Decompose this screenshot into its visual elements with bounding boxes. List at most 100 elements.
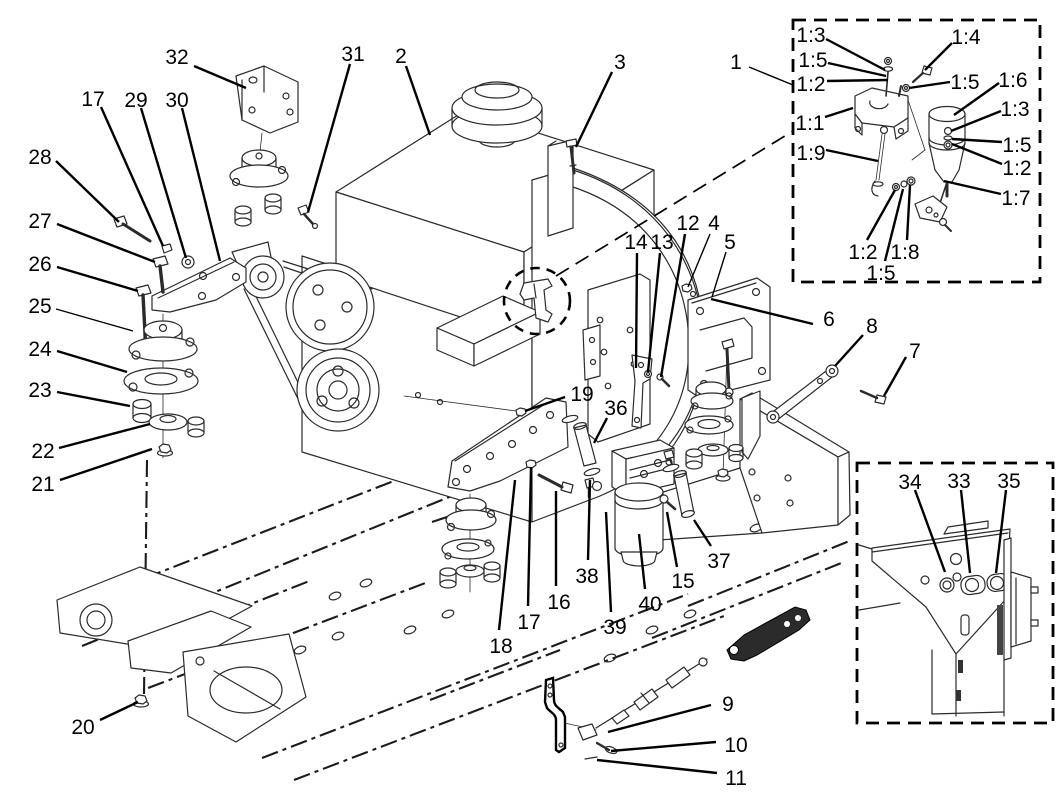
leader-line-24 [56, 349, 128, 374]
callout-label-1:2: 1:2 [848, 241, 877, 264]
leader-line-1:5 [951, 137, 1003, 144]
nut-17 [525, 459, 537, 469]
washer-29 [181, 255, 195, 269]
callout-label-11: 11 [725, 767, 747, 790]
throttle-cable-group [543, 606, 811, 760]
callout-label-1:5: 1:5 [798, 49, 827, 72]
leader-line-20 [99, 700, 139, 722]
callout-label-8: 8 [866, 315, 878, 338]
filter-canister-40 [614, 491, 664, 558]
pump-lever [914, 195, 948, 223]
callout-label-35: 35 [997, 470, 1020, 493]
throttle-lever [726, 606, 811, 662]
spacer-23 [132, 398, 152, 424]
leader-line-26 [56, 265, 139, 293]
mid-pulley [285, 262, 375, 352]
leader-line-1:7 [943, 179, 1002, 196]
leader-line-15 [665, 511, 679, 568]
callout-label-3: 3 [614, 51, 626, 74]
leader-line-33 [959, 489, 972, 574]
callout-label-39: 39 [603, 616, 626, 639]
leader-line-19 [524, 395, 566, 413]
hex-fitting-15 [659, 494, 677, 511]
leader-line-1:4 [924, 42, 953, 71]
leader-line-1:2 [951, 142, 1003, 166]
leader-line-32 [193, 64, 247, 90]
fuel-filter-group [561, 414, 695, 567]
leader-line-1:8 [905, 184, 912, 241]
cable-adjuster [665, 666, 691, 689]
callout-label-23: 23 [28, 379, 51, 402]
leader-line-1 [748, 66, 794, 86]
leader-line-36 [592, 417, 609, 444]
leader-line-25 [55, 308, 134, 332]
leader-line-1:5 [827, 61, 887, 78]
leader-line-30 [180, 107, 222, 262]
callout-label-1:7: 1:7 [1001, 187, 1030, 210]
leader-line-17 [526, 466, 533, 607]
leader-line-37 [692, 519, 713, 547]
detail-inset-box-2 [855, 461, 1055, 725]
cable-swivel-9 [577, 723, 598, 741]
callout-label-1:8: 1:8 [890, 241, 919, 264]
detail-highlight-circle [502, 266, 572, 336]
nut-19 [515, 407, 527, 417]
callout-label-24: 24 [28, 338, 52, 361]
callout-label-1:4: 1:4 [951, 26, 981, 49]
leader-line-17 [99, 106, 165, 247]
bolt-28 [113, 215, 195, 269]
callout-label-19: 19 [570, 383, 593, 406]
bolt-7 [859, 389, 887, 405]
leader-line-9 [607, 703, 712, 734]
leader-line-35 [994, 489, 1008, 574]
callout-label-38: 38 [575, 565, 598, 588]
leader-line-34 [913, 489, 947, 573]
leader-line-18 [497, 479, 517, 631]
callout-label-1:6: 1:6 [998, 69, 1027, 92]
leader-line-38 [586, 479, 592, 561]
pump-bolt [901, 65, 933, 93]
leader-line-11 [596, 758, 718, 775]
upper-mount-bracket-32 [229, 65, 319, 230]
callout-label-18: 18 [489, 635, 512, 658]
callout-label-22: 22 [31, 440, 54, 463]
callout-label-40: 40 [638, 593, 661, 616]
pin-37 [662, 463, 695, 518]
callout-label-26: 26 [28, 253, 51, 276]
bolt-3 [565, 138, 578, 175]
pump-rod [871, 125, 889, 197]
leader-line-1:2 [865, 189, 897, 241]
leader-line-13 [646, 252, 662, 373]
leader-line-8 [834, 334, 864, 367]
callout-label-1:5: 1:5 [866, 262, 895, 285]
leader-line-23 [56, 390, 131, 408]
callout-label-1:3: 1:3 [796, 24, 825, 47]
detail-connector-line [555, 130, 794, 277]
nut-21 [156, 443, 174, 457]
nut-4 [681, 283, 697, 298]
callout-label-7: 7 [909, 340, 921, 363]
leader-line-27 [56, 222, 156, 264]
callout-label-13: 13 [650, 231, 673, 254]
callout-label-36: 36 [604, 397, 627, 420]
idler-pulley [241, 255, 285, 299]
pin-11 [595, 741, 611, 752]
callout-label-33: 33 [947, 470, 970, 493]
brace-8 [766, 364, 839, 424]
cable-bracket [543, 676, 567, 754]
callout-label-21: 21 [31, 473, 54, 496]
leader-line-1:5 [883, 188, 905, 262]
callout-label-2: 2 [395, 45, 407, 68]
callout-label-4: 4 [708, 212, 720, 235]
bolt-27 [152, 255, 169, 294]
leader-line-4 [687, 233, 711, 288]
leader-line-12 [659, 233, 687, 378]
leader-line-1:2 [826, 78, 889, 83]
pulleys-and-belt [231, 241, 380, 432]
callout-label-1:3: 1:3 [1000, 98, 1029, 121]
strap-group [582, 324, 671, 429]
nut-right-stack [715, 468, 731, 482]
leader-line-1:3 [825, 37, 886, 72]
